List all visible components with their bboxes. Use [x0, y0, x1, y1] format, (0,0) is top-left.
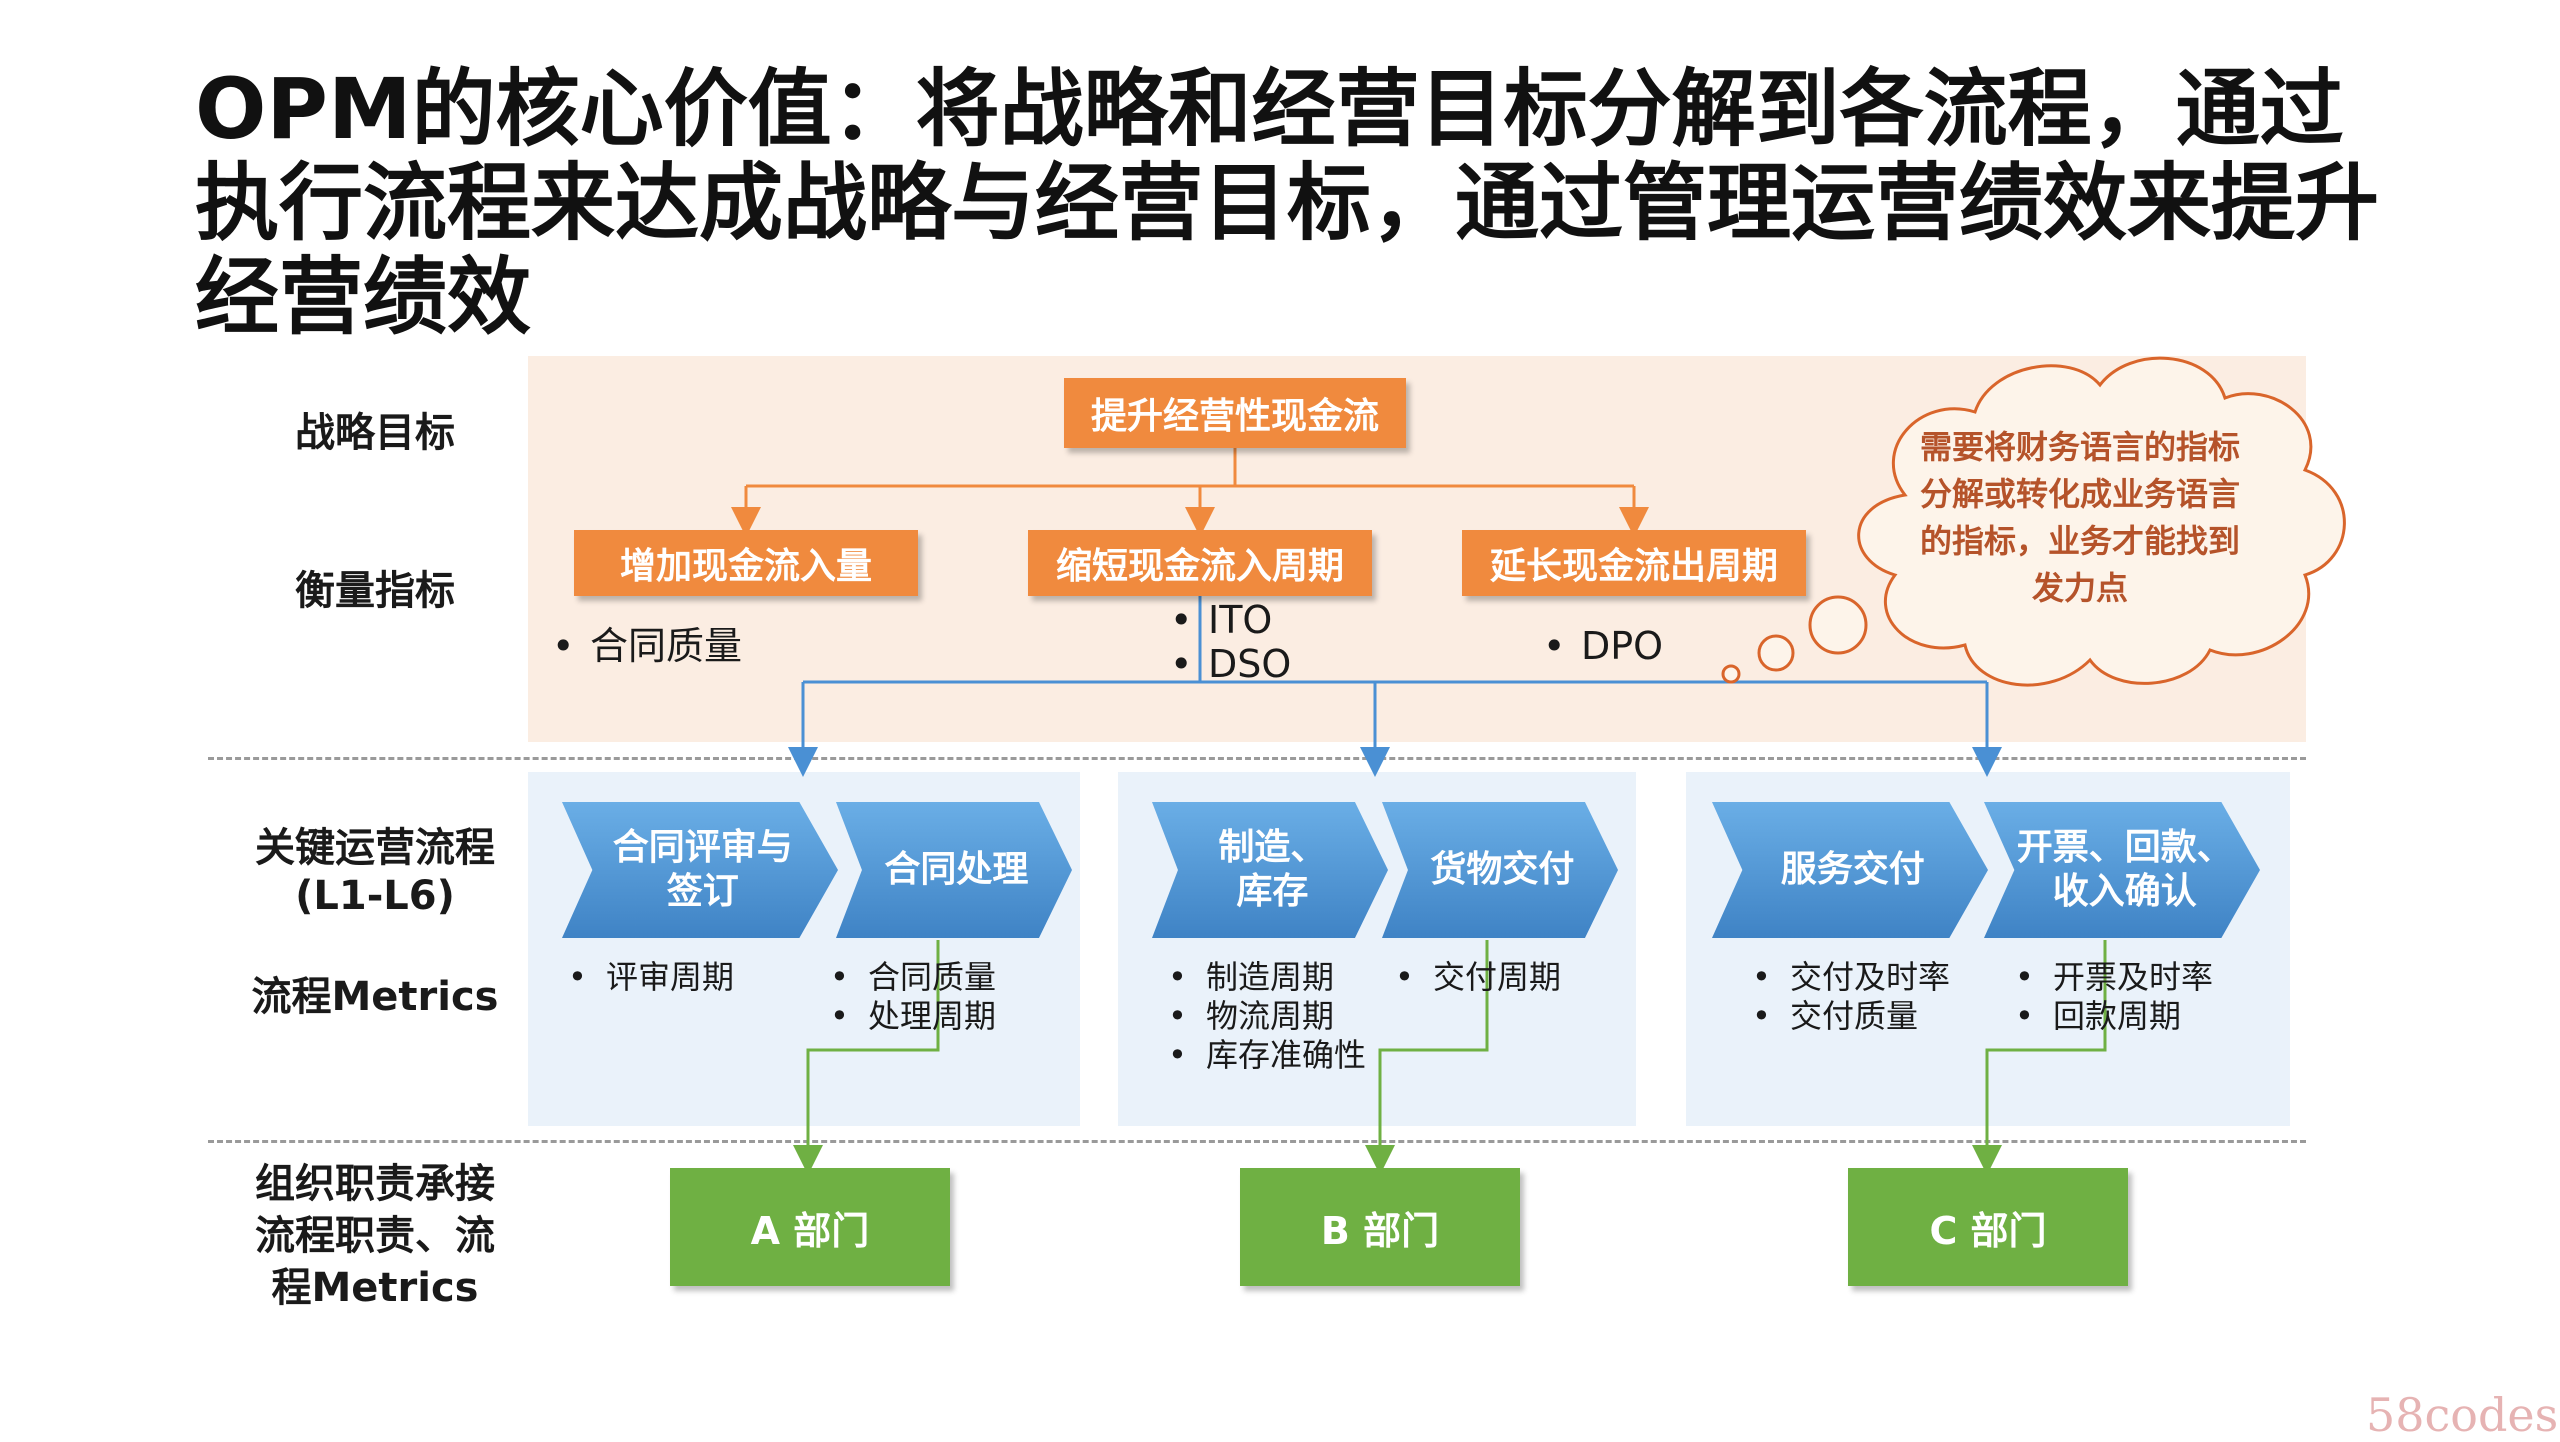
process-manufacturing: 制造、 库存 — [1152, 802, 1388, 938]
thought-cloud — [1721, 356, 2346, 687]
measure-box-1: 增加现金流入量 — [574, 530, 918, 596]
bullet-item: ITO — [1170, 598, 1291, 642]
measure-box-3: 延长现金流出周期 — [1462, 530, 1806, 596]
department-a: A 部门 — [670, 1168, 950, 1286]
row-label-org: 组织职责承接 流程职责、流 程Metrics — [255, 1161, 495, 1311]
row-label-process: 关键运营流程 (L1-L6) — [255, 825, 495, 919]
department-b: B 部门 — [1240, 1168, 1520, 1286]
divider-bottom — [208, 1140, 2306, 1143]
process-label: 货物交付 — [1430, 849, 1575, 890]
department-c: C 部门 — [1848, 1168, 2128, 1286]
process-label: 合同评审与 签订 — [612, 827, 793, 912]
watermark: 58codes — [2366, 1388, 2559, 1442]
process-contract-review: 合同评审与 签订 — [562, 802, 838, 938]
process-label: 制造、 库存 — [1218, 827, 1327, 912]
process-goods-delivery: 货物交付 — [1382, 802, 1618, 938]
measure-bullets-3: DPO — [1543, 624, 1663, 668]
metric-item: 物流周期 — [1168, 997, 1366, 1036]
divider-top — [208, 757, 2306, 760]
metric-item: 评审周期 — [568, 958, 734, 997]
bullet-item: DSO — [1170, 642, 1291, 686]
metric-item: 制造周期 — [1168, 958, 1366, 997]
bullet-item: 合同质量 — [552, 624, 742, 668]
metric-item: 回款周期 — [2015, 997, 2213, 1036]
metric-item: 交付质量 — [1752, 997, 1950, 1036]
metrics-goods-delivery: 交付周期 — [1395, 958, 1561, 997]
metrics-invoicing: 开票及时率 回款周期 — [2015, 958, 2213, 1036]
strategy-connector — [731, 448, 1649, 537]
row-label-strategy: 战略目标 — [295, 410, 455, 456]
metric-item: 交付及时率 — [1752, 958, 1950, 997]
process-label: 开票、回款、 收入确认 — [2016, 827, 2233, 912]
cloud-note: 需要将财务语言的指标分解或转化成业务语言的指标，业务才能找到发力点 — [1920, 428, 2241, 607]
measure-bullets-1: 合同质量 — [552, 624, 742, 668]
metric-item: 开票及时率 — [2015, 958, 2213, 997]
metric-item: 处理周期 — [830, 997, 996, 1036]
measure-bullets-2: ITO DSO — [1170, 598, 1291, 686]
measure-box-2: 缩短现金流入周期 — [1028, 530, 1372, 596]
metrics-manufacturing: 制造周期 物流周期 库存准确性 — [1168, 958, 1366, 1075]
page-title: OPM的核心价值：将战略和经营目标分解到各流程，通过执行流程来达成战略与经营目标… — [195, 60, 2380, 346]
process-contract-handling: 合同处理 — [836, 802, 1072, 938]
measure-connector — [788, 590, 2002, 777]
strategy-goal-box: 提升经营性现金流 — [1064, 378, 1406, 448]
metric-item: 库存准确性 — [1168, 1036, 1366, 1075]
metrics-service-delivery: 交付及时率 交付质量 — [1752, 958, 1950, 1036]
row-label-metrics: 流程Metrics — [251, 974, 499, 1020]
metrics-contract-handling: 合同质量 处理周期 — [830, 958, 996, 1036]
process-label: 服务交付 — [1780, 849, 1925, 890]
process-invoicing: 开票、回款、 收入确认 — [1984, 802, 2260, 938]
metric-item: 交付周期 — [1395, 958, 1561, 997]
metric-item: 合同质量 — [830, 958, 996, 997]
bullet-item: DPO — [1543, 624, 1663, 668]
row-label-measure: 衡量指标 — [295, 568, 455, 614]
process-service-delivery: 服务交付 — [1712, 802, 1988, 938]
process-label: 合同处理 — [884, 849, 1029, 890]
metrics-contract-review: 评审周期 — [568, 958, 734, 997]
